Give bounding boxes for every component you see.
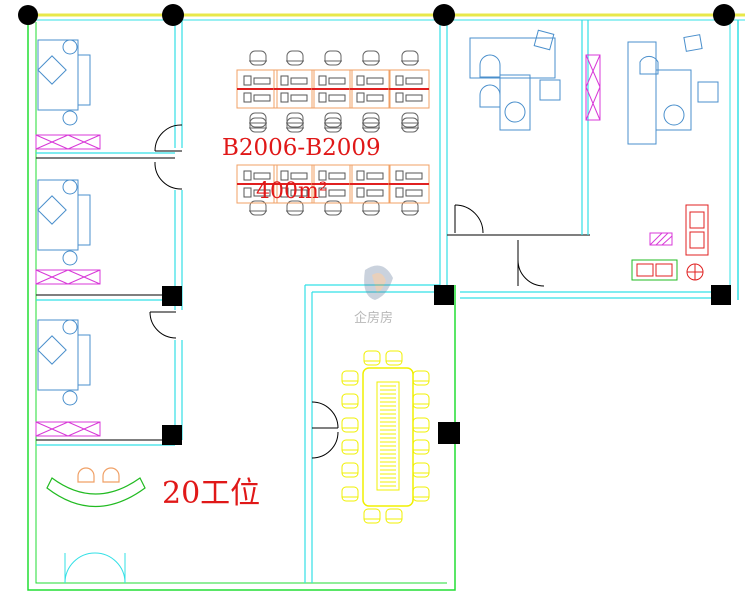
office-furniture xyxy=(35,39,101,150)
columns xyxy=(18,4,735,445)
office-chair xyxy=(249,200,267,216)
doors xyxy=(64,124,545,584)
meeting-chair xyxy=(412,370,430,386)
workstation-desk xyxy=(388,164,430,204)
office-chair xyxy=(324,117,342,133)
office-chair xyxy=(362,112,380,128)
meeting-chair xyxy=(412,393,430,409)
door-arc xyxy=(154,124,183,152)
sofa xyxy=(685,204,709,256)
office-chair xyxy=(249,117,267,133)
sofa xyxy=(631,259,678,281)
office-chair xyxy=(324,200,342,216)
meeting-chair xyxy=(412,486,430,502)
office-chair xyxy=(362,117,380,133)
meeting-chair xyxy=(385,350,403,366)
meeting-chair xyxy=(412,462,430,478)
office-chair xyxy=(249,112,267,128)
reception-desk xyxy=(46,467,146,507)
workstation-desk xyxy=(388,69,430,109)
column xyxy=(438,422,460,444)
office-chair xyxy=(286,112,304,128)
workstation-desk xyxy=(349,164,391,204)
door-arc xyxy=(311,401,339,429)
column xyxy=(433,4,455,26)
conference-table xyxy=(362,367,414,507)
door-arc xyxy=(154,161,183,190)
unit-label: B2006-B2009 xyxy=(222,135,381,161)
door-arc xyxy=(517,259,545,287)
office-chair xyxy=(362,50,380,66)
open-office-area xyxy=(236,50,430,216)
workstation-desk xyxy=(311,69,353,109)
meeting-chair xyxy=(341,393,359,409)
watermark-text: 企房房 xyxy=(354,311,394,326)
meeting-chair xyxy=(341,439,359,455)
cabinet xyxy=(585,54,601,121)
column xyxy=(18,5,38,25)
office-chair xyxy=(286,200,304,216)
interior-walls xyxy=(36,20,730,583)
meeting-chair xyxy=(412,439,430,455)
door-arc xyxy=(311,431,339,459)
workstation-desk xyxy=(273,69,315,109)
column xyxy=(711,285,731,305)
office-chair xyxy=(401,200,419,216)
office-chair xyxy=(401,50,419,66)
meeting-chair xyxy=(412,417,430,433)
left-offices xyxy=(35,39,101,437)
office-furniture xyxy=(35,179,101,285)
door-arc xyxy=(149,311,177,339)
manager-office-right xyxy=(627,34,719,145)
office-chair xyxy=(324,112,342,128)
office-chair xyxy=(249,50,267,66)
office-chair xyxy=(286,117,304,133)
column xyxy=(713,4,735,26)
meeting-chair xyxy=(341,486,359,502)
workstation-desk xyxy=(349,69,391,109)
column xyxy=(434,285,454,305)
workstation-label: 20工位 xyxy=(162,476,261,511)
column xyxy=(162,286,182,306)
office-chair xyxy=(324,50,342,66)
meeting-chair xyxy=(341,417,359,433)
meeting-chair xyxy=(341,370,359,386)
area-label: 400m² xyxy=(256,179,328,204)
workstation-desk xyxy=(236,69,278,109)
lounge xyxy=(631,204,709,281)
meeting-chair xyxy=(363,508,381,524)
office-chair xyxy=(401,117,419,133)
office-chair xyxy=(286,50,304,66)
meeting-room xyxy=(341,350,430,524)
rug xyxy=(649,232,673,246)
column xyxy=(162,425,182,445)
manager-office-left xyxy=(469,29,561,131)
entrance-door-arc xyxy=(64,552,96,584)
outer-walls xyxy=(27,13,745,591)
watermark-logo xyxy=(364,265,393,300)
office-chair xyxy=(401,112,419,128)
meeting-chair xyxy=(341,462,359,478)
entrance-door-arc xyxy=(94,552,126,584)
office-chair xyxy=(362,200,380,216)
meeting-chair xyxy=(363,350,381,366)
column xyxy=(162,4,184,26)
office-furniture xyxy=(35,319,101,437)
door-arc xyxy=(454,204,484,234)
outer-wall-left-inner xyxy=(35,22,447,584)
meeting-chair xyxy=(385,508,403,524)
